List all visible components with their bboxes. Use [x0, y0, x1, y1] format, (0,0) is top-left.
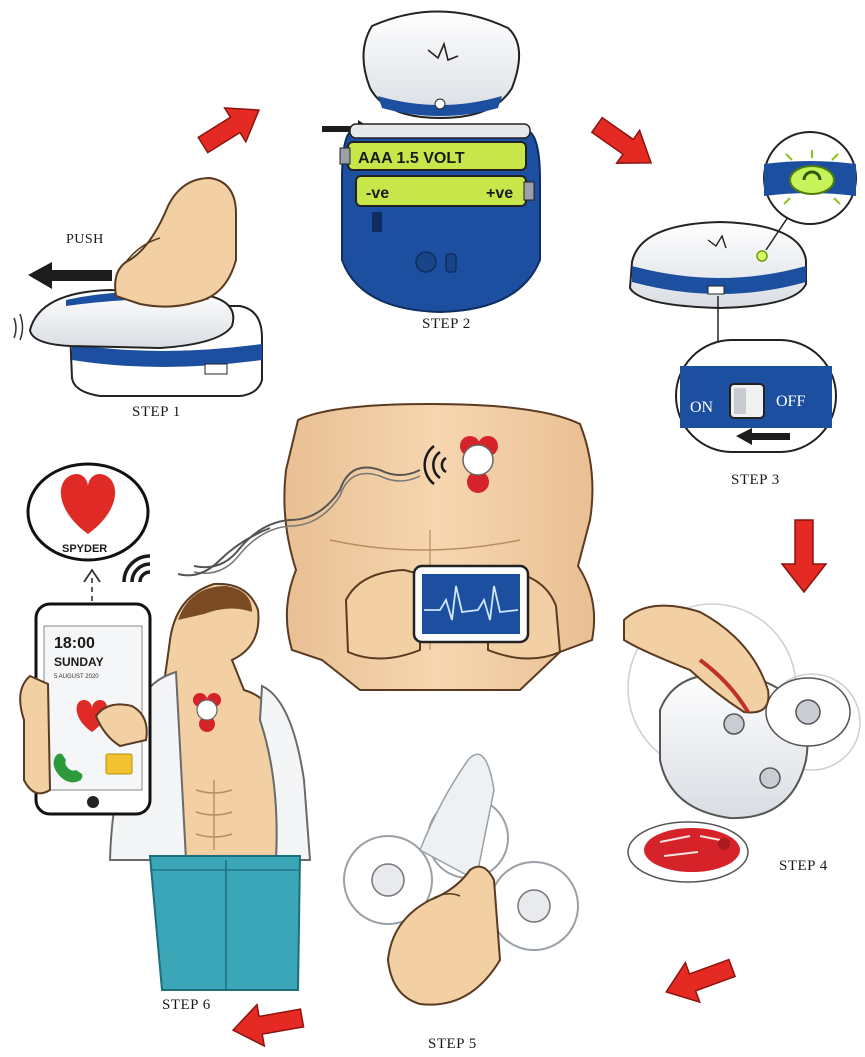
switch-on-label: ON: [690, 399, 714, 416]
battery-positive-label: +ve: [486, 185, 513, 202]
step5-label: STEP 5: [428, 1036, 477, 1053]
push-label: PUSH: [66, 232, 104, 248]
center-torso-illustration: [194, 404, 594, 690]
wifi-signal-icon: [124, 556, 150, 582]
app-brand-label: SPYDER: [62, 543, 107, 555]
step2-label: STEP 2: [422, 316, 471, 333]
step4-label: STEP 4: [779, 858, 828, 875]
step1-label: STEP 1: [132, 404, 181, 421]
phone-time: 18:00: [54, 635, 95, 652]
app-badge-bubble: SPYDER: [28, 464, 148, 560]
arrow-right-icon: [192, 93, 269, 162]
arrow-right-icon: [586, 109, 663, 180]
switch-off-label: OFF: [776, 393, 805, 410]
step1-illustration: [14, 178, 262, 396]
step2-illustration: AAA 1.5 VOLT -ve +ve: [322, 11, 540, 312]
battery-top-label: AAA 1.5 VOLT: [358, 150, 465, 167]
step3-illustration: ON OFF: [630, 132, 856, 452]
arrow-left-icon: [659, 948, 739, 1011]
arrow-left-icon: [229, 997, 305, 1051]
phone-day: SUNDAY: [54, 655, 104, 669]
push-arrow-icon: [28, 262, 112, 289]
step4-illustration: [624, 604, 860, 882]
battery-negative-label: -ve: [366, 185, 389, 202]
step5-illustration: [344, 754, 578, 1004]
arrow-down-icon: [782, 520, 826, 592]
phone-date: 5 AUGUST 2020: [54, 674, 99, 680]
step6-illustration: SPYDER: [20, 464, 310, 990]
folder-icon: [106, 754, 132, 774]
step6-label: STEP 6: [162, 997, 211, 1014]
step3-label: STEP 3: [731, 472, 780, 489]
